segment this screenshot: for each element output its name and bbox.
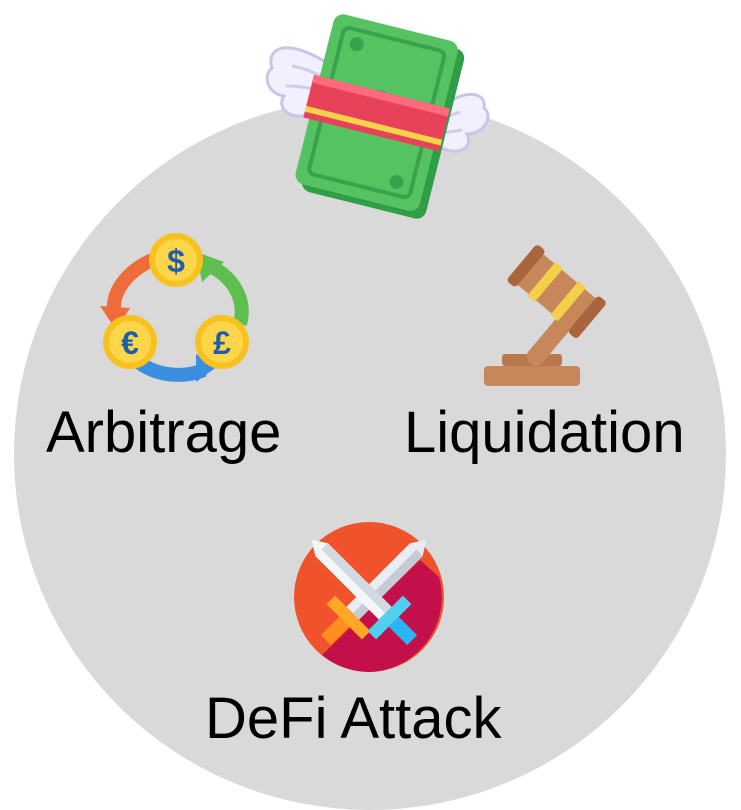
svg-text:£: £ (213, 325, 231, 361)
crossed-swords-icon (294, 522, 444, 672)
liquidation-label: Liquidation (404, 400, 685, 465)
svg-text:€: € (121, 325, 139, 361)
svg-text:$: $ (167, 243, 185, 279)
mev-circle (14, 98, 726, 810)
gavel-icon (484, 245, 606, 386)
defi-attack-label: DeFi Attack (205, 686, 502, 751)
arbitrage-label: Arbitrage (46, 400, 282, 465)
flying-money-icon (265, 14, 490, 219)
currency-exchange-icon: $ € £ (100, 233, 249, 382)
